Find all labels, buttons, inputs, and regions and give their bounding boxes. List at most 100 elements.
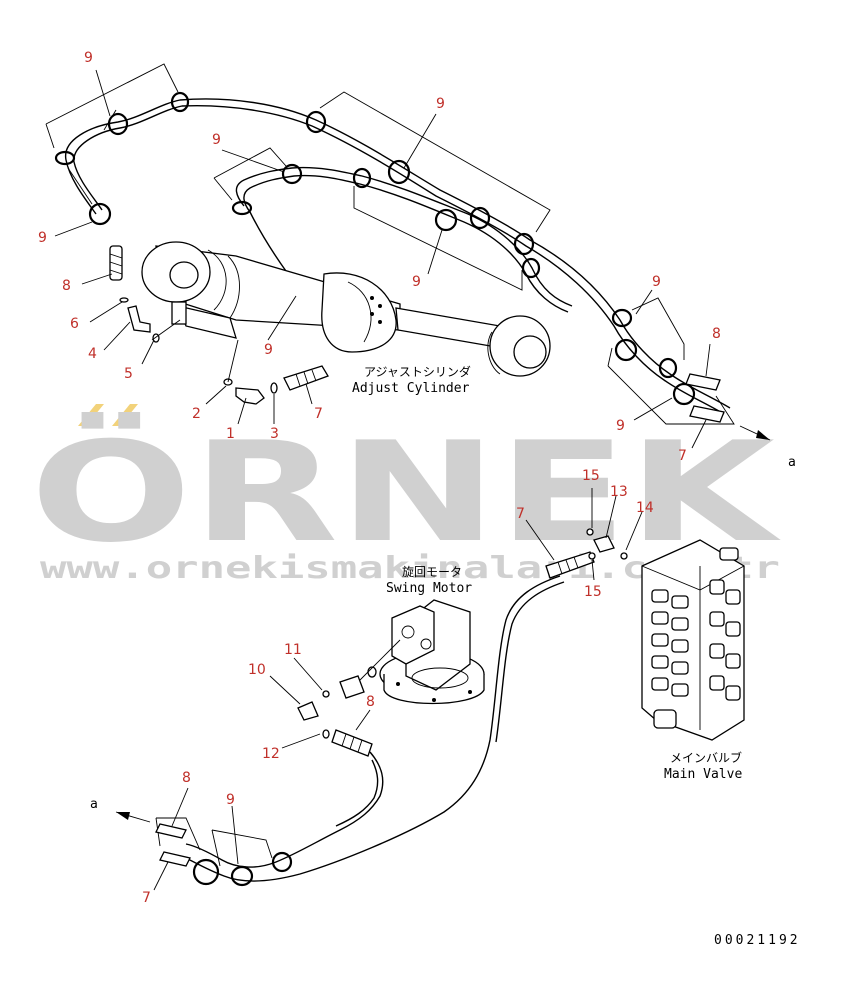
- clamp: [672, 382, 696, 406]
- callout-9: 9: [264, 342, 273, 358]
- bolt: [378, 320, 382, 324]
- callout-8: 8: [62, 278, 71, 294]
- adjust-cylinder-label-en: Adjust Cylinder: [352, 381, 470, 396]
- cylinder-rod: [395, 307, 503, 349]
- callout-3: 3: [270, 426, 279, 442]
- bracket-plate: [45, 123, 55, 149]
- spool: [725, 621, 741, 637]
- leader: [269, 675, 301, 705]
- hose-ring: [109, 269, 123, 275]
- callout-1: 1: [226, 426, 235, 442]
- main-valve-label-en: Main Valve: [664, 767, 742, 782]
- leader: [103, 321, 131, 351]
- leader: [359, 639, 401, 681]
- clamp: [271, 851, 293, 873]
- spool: [671, 661, 689, 675]
- cylinder-band: [227, 255, 240, 319]
- leader: [81, 273, 113, 285]
- bracket-plate: [45, 63, 179, 125]
- bolt: [370, 296, 374, 300]
- leader: [267, 295, 297, 341]
- clamp: [469, 206, 491, 230]
- valve-cap: [653, 709, 677, 729]
- leader: [54, 221, 93, 237]
- callout-9: 9: [412, 274, 421, 290]
- callout-15: 15: [584, 584, 602, 600]
- callout-9: 9: [652, 274, 661, 290]
- arrow-a-right-head: [756, 430, 770, 440]
- bracket-plate: [156, 817, 201, 851]
- bracket-plate: [631, 297, 685, 360]
- tube-outer-inner-line: [73, 105, 725, 415]
- bolt: [396, 682, 400, 686]
- callout-9: 9: [84, 50, 93, 66]
- watermark-accent-left: [78, 404, 104, 426]
- hose-7-valve: [545, 551, 595, 579]
- callout-6: 6: [70, 316, 79, 332]
- drawing-number: 00021192: [714, 933, 801, 948]
- leader: [355, 709, 371, 731]
- bracket-plate: [211, 829, 273, 859]
- hose-ring: [349, 736, 355, 750]
- motor-port: [401, 625, 415, 639]
- bracket-plate: [103, 109, 117, 131]
- main-valve-label-jp: メインバルブ: [670, 750, 742, 765]
- clamp: [107, 112, 129, 136]
- leader: [427, 229, 443, 275]
- cylinder-band: [207, 249, 227, 311]
- callout-7: 7: [516, 506, 525, 522]
- callout-7: 7: [678, 448, 687, 464]
- callout-11: 11: [284, 642, 302, 658]
- clamp: [230, 865, 254, 887]
- clamp: [88, 202, 112, 226]
- hose-ring: [109, 261, 123, 267]
- leader: [525, 519, 555, 561]
- spool: [651, 655, 669, 669]
- o-ring-15-top: [586, 528, 594, 536]
- leader: [231, 805, 239, 865]
- leader: [605, 495, 617, 539]
- leader: [691, 419, 707, 449]
- leader: [633, 397, 673, 421]
- callout-13: 13: [610, 484, 628, 500]
- clamp: [352, 167, 372, 189]
- elbow-4: [127, 305, 151, 333]
- o-ring-15-bottom: [588, 552, 596, 560]
- leader: [141, 339, 155, 365]
- motor-shaft: [411, 667, 469, 689]
- callout-9: 9: [38, 230, 47, 246]
- adjust-cylinder-label-jp: アジャストシリンダ: [364, 364, 471, 379]
- spool: [671, 639, 689, 653]
- hose-ring: [109, 253, 123, 259]
- spool: [709, 643, 725, 659]
- watermark: ÖRNEK www.ornekismakinalari.com.tr: [30, 404, 782, 586]
- o-ring-12: [322, 729, 330, 739]
- leader: [221, 149, 285, 173]
- valve-spools: [651, 547, 741, 729]
- cylinder-head-band: [347, 281, 372, 343]
- callout-8: 8: [182, 770, 191, 786]
- elbow-13: [593, 535, 615, 553]
- bracket-plate: [213, 147, 287, 179]
- spool: [671, 683, 689, 697]
- leader: [151, 319, 181, 341]
- bolt: [378, 304, 382, 308]
- cylinder-head: [321, 272, 397, 353]
- motor-fittings: [297, 666, 377, 757]
- connector-a-right: a: [788, 455, 796, 470]
- bracket-plate: [67, 167, 93, 205]
- spool: [651, 611, 669, 625]
- spool: [725, 589, 741, 605]
- hose-ring: [311, 369, 317, 382]
- hose-7-lower: [159, 851, 191, 867]
- clamp: [305, 110, 327, 134]
- lower-tube-b-inner: [495, 581, 565, 743]
- hose-ring: [303, 371, 309, 385]
- motor-port: [420, 638, 432, 650]
- right-end-hoses: [685, 373, 771, 441]
- clamp: [658, 357, 678, 379]
- callout-15: 15: [582, 468, 600, 484]
- callout-5: 5: [124, 366, 133, 382]
- spool: [651, 677, 669, 691]
